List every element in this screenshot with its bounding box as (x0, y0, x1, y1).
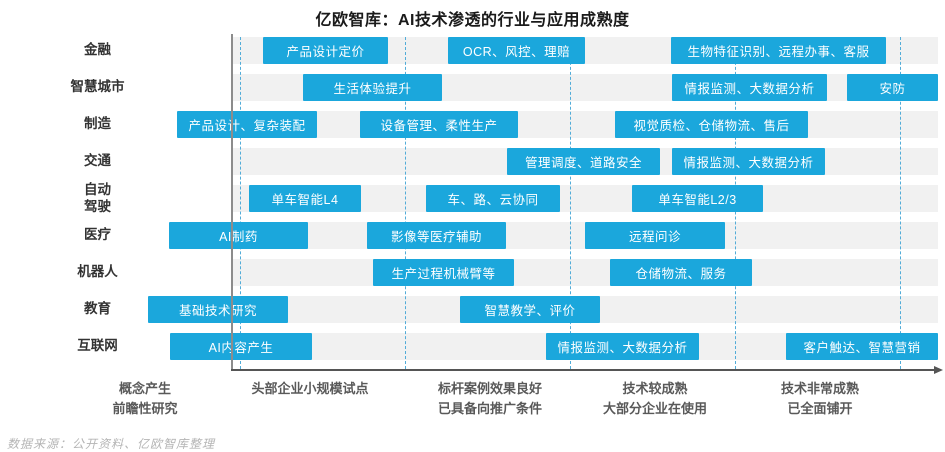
task-box: 情报监测、大数据分析 (672, 74, 827, 101)
task-box: 智慧教学、评价 (460, 296, 600, 323)
task-box: 单车智能L2/3 (632, 185, 763, 212)
stage-label: 概念产生 前瞻性研究 (112, 381, 178, 416)
industry-label: 金融 (84, 42, 111, 58)
row-band (233, 259, 938, 286)
task-box: AI制药 (169, 222, 308, 249)
task-box: 设备管理、柔性生产 (360, 111, 518, 138)
stage-gridline (405, 37, 406, 369)
task-box: 影像等医疗辅助 (367, 222, 506, 249)
industry-label: 医疗 (84, 227, 111, 243)
industry-label: 机器人 (77, 264, 118, 280)
task-box: 情报监测、大数据分析 (672, 148, 825, 175)
row-band (233, 111, 938, 138)
page-title: 亿欧智库：AI技术渗透的行业与应用成熟度 (315, 12, 630, 29)
task-box: 视觉质检、仓储物流、售后 (615, 111, 808, 138)
task-box: 单车智能L4 (249, 185, 361, 212)
industry-label: 制造 (84, 116, 111, 132)
task-box: 产品设计、复杂装配 (177, 111, 317, 138)
industry-label: 互联网 (77, 338, 118, 354)
task-box: 仓储物流、服务 (610, 259, 752, 286)
stage-gridline (570, 37, 571, 369)
task-box: 基础技术研究 (148, 296, 288, 323)
task-box: AI内容产生 (170, 333, 312, 360)
task-box: 安防 (847, 74, 938, 101)
industry-label: 智慧城市 (70, 79, 125, 95)
stage-label: 技术较成熟 大部分企业在使用 (602, 381, 707, 416)
task-box: 产品设计定价 (263, 37, 388, 64)
industry-label: 自动 驾驶 (84, 181, 111, 214)
x-axis-line (231, 369, 936, 371)
task-box: 生活体验提升 (303, 74, 442, 101)
stage-label: 技术非常成熟 已全面铺开 (780, 381, 859, 416)
task-box: OCR、风控、理赔 (448, 37, 585, 64)
task-box: 情报监测、大数据分析 (546, 333, 699, 360)
stage-label: 头部企业小规模试点 (251, 381, 369, 396)
source-note: 数据来源：公开资料、亿欧智库整理 (7, 437, 216, 451)
task-box: 管理调度、道路安全 (507, 148, 660, 175)
stage-label: 标杆案例效果良好 已具备向推广条件 (437, 381, 542, 416)
task-box: 车、路、云协同 (426, 185, 560, 212)
y-axis-line (231, 34, 233, 371)
task-box: 客户触达、智慧营销 (786, 333, 938, 360)
stage-gridline (240, 37, 241, 369)
stage-gridline (900, 37, 901, 369)
task-box: 生物特征识别、远程办事、客服 (671, 37, 886, 64)
x-axis-arrow-icon (934, 366, 943, 374)
task-box: 生产过程机械臂等 (373, 259, 514, 286)
industry-label: 教育 (84, 301, 111, 317)
task-box: 远程问诊 (585, 222, 725, 249)
industry-label: 交通 (84, 153, 111, 169)
